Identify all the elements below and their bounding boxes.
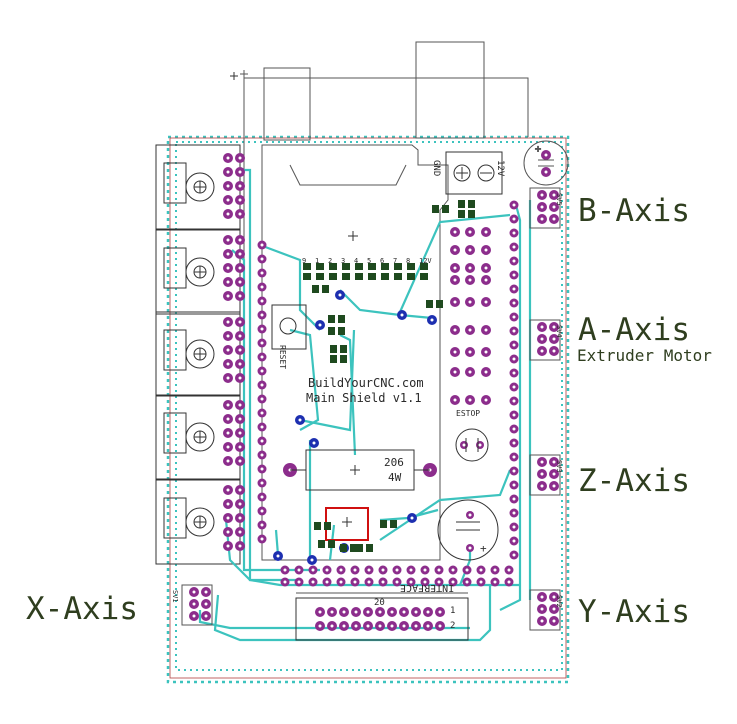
estop-label: ESTOP [456,409,481,418]
a-axis-sublabel: Extruder Motor [577,346,712,365]
smd-component [303,263,311,280]
smd-component [330,355,347,363]
sv-label: SV5 [555,193,563,206]
smd-component [340,544,357,552]
usb-connector [263,67,311,141]
smd-components [303,200,475,552]
smd-component [432,205,449,213]
svg-text:+: + [480,542,487,555]
io-label: 3 [341,257,346,265]
fiducials [230,72,358,241]
sv-label: SV4 [555,325,563,338]
power-12v-label: 12V [495,160,505,177]
left-terminal-blocks [155,144,241,565]
reset-label: RESET [278,345,287,370]
smd-component [328,315,345,323]
pads [189,150,559,631]
io-label: 2 [328,257,333,265]
capacitor-top: + [523,140,569,186]
arduino-outline [261,144,449,561]
smd-component [329,263,337,280]
header-pin-2: 2 [450,621,456,631]
header-pin-1: 1 [450,606,456,616]
resistor-value: 206 [384,456,404,469]
smd-component [381,263,389,280]
smd-component [458,210,475,218]
sv-headers [181,187,561,631]
power-gnd-label: GND [431,160,441,177]
io-label: 7 [393,257,398,265]
smd-component [458,200,475,208]
io-label: 12V [419,257,432,265]
power-terminal [445,151,503,195]
resistor-power: 4W [388,471,402,484]
smd-component [318,540,335,548]
smd-component [368,263,376,280]
power-jack [415,41,485,139]
smd-component [394,263,402,280]
sv-label: SV2 [555,595,563,608]
io-label: 4 [354,257,359,265]
io-label: 8 [406,257,411,265]
a-axis-label: A-Axis [578,312,690,348]
interface-label: INTERFACE [400,582,455,593]
terminal-block [155,229,241,315]
smd-component [316,263,324,280]
reset-button [271,304,307,350]
y-axis-label: Y-Axis [578,594,690,630]
smd-component [314,522,331,530]
board-title-line1: BuildYourCNC.com [308,376,424,390]
io-label: 6 [380,257,385,265]
smd-component [355,263,363,280]
smd-component [342,263,350,280]
io-label: 1 [315,257,320,265]
copper-traces [198,168,532,642]
smd-component [312,285,329,293]
board-title-line2: Main Shield v1.1 [306,391,422,405]
smd-component [426,300,443,308]
svg-text:+: + [535,144,541,155]
smd-component [407,263,415,280]
io-label: 5 [367,257,372,265]
estop-capacitor [455,428,489,462]
vias [273,290,437,565]
sv-label: SV3 [555,460,563,473]
header-pin-20: 20 [374,598,385,608]
smd-component [328,327,345,335]
interface-header [295,592,469,641]
z-axis-label: Z-Axis [578,463,690,499]
b-axis-label: B-Axis [578,193,690,229]
power-resistor [290,449,430,491]
smd-component [330,345,347,353]
bottom-capacitor: + [437,499,499,561]
smd-component [420,263,428,280]
sv-label: SV1 [171,590,179,603]
smd-component [380,520,397,528]
smd-component [356,544,373,552]
io-label: 9 [302,257,307,265]
x-axis-label: X-Axis [26,591,138,627]
